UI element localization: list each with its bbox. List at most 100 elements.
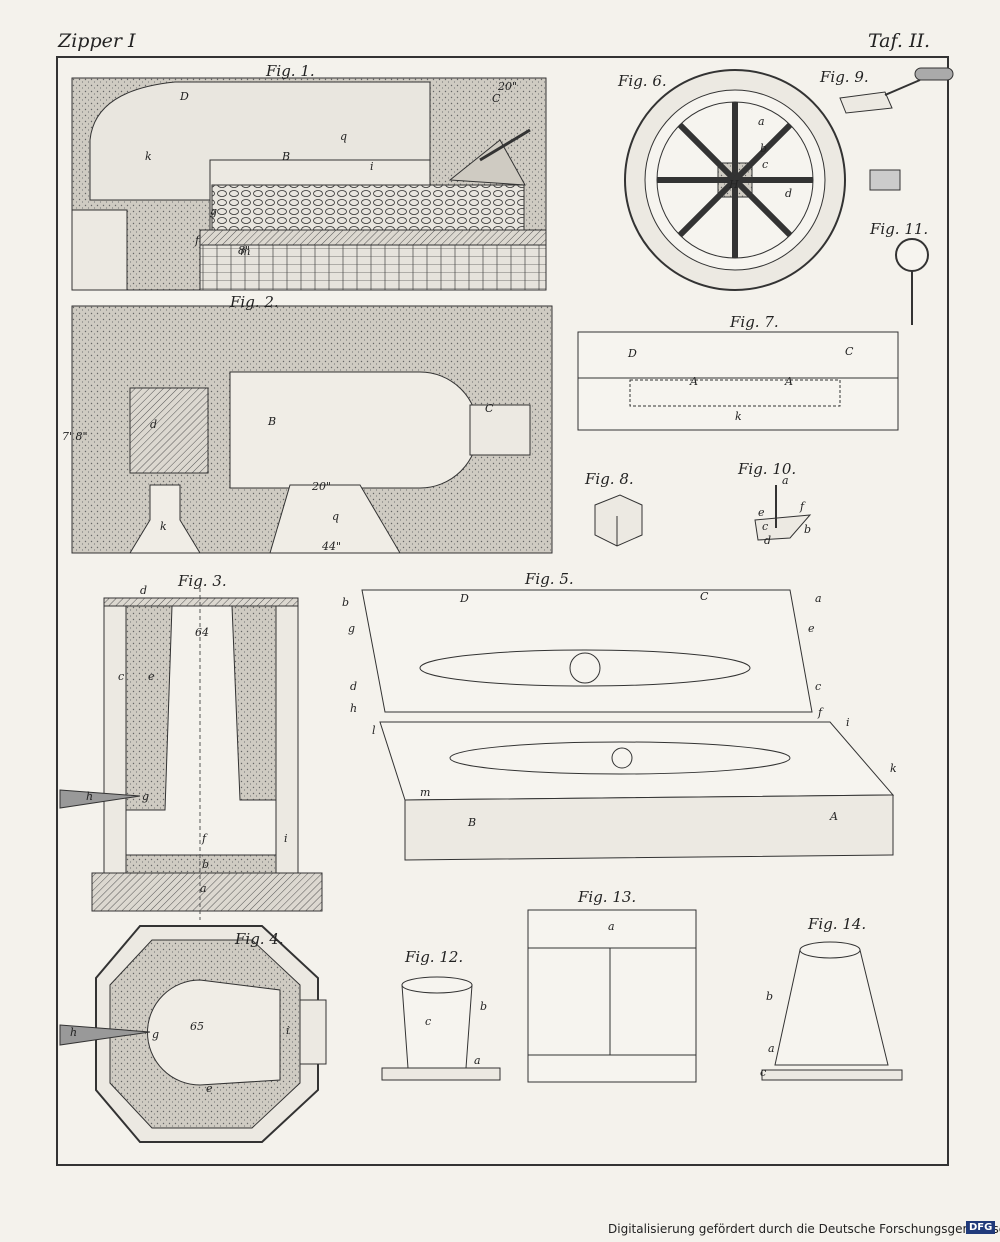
annotation-fig4-4: e — [206, 1082, 213, 1095]
figure-label-fig1: Fig. 1. — [266, 62, 315, 80]
figure-label-fig12: Fig. 12. — [405, 948, 464, 966]
annotation-fig5-12: i — [846, 716, 850, 729]
annotation-fig1-6: m — [240, 245, 250, 258]
figure-label-fig9: Fig. 9. — [820, 68, 869, 86]
plate-frame — [56, 56, 949, 1166]
annotation-fig5-5: b — [342, 596, 349, 609]
annotation-fig5-15: m — [420, 786, 430, 799]
fig5-drawing — [361, 589, 895, 861]
annotation-fig3-3: 64 — [195, 626, 209, 639]
annotation-fig10-0: a — [782, 474, 789, 487]
annotation-fig2-7: 7' 8" — [62, 430, 88, 443]
annotation-fig4-1: h — [70, 1026, 77, 1039]
figure-label-fig3: Fig. 3. — [178, 572, 227, 590]
annotation-fig5-11: h — [350, 702, 357, 715]
fig2-drawing — [71, 305, 553, 554]
annotation-fig6-3: d — [785, 187, 792, 200]
annotation-fig3-8: a — [200, 882, 207, 895]
annotation-fig12-0: c — [425, 1015, 431, 1028]
header-right: Taf. II. — [867, 30, 930, 52]
figure-label-fig6: Fig. 6. — [618, 72, 667, 90]
dfg-logo: DFG — [966, 1221, 996, 1234]
annotation-fig3-1: c — [118, 670, 124, 683]
annotation-fig5-14: l — [372, 724, 376, 737]
annotation-fig5-10: g — [348, 622, 355, 635]
annotation-fig1-1: C — [492, 92, 501, 105]
figure-label-fig14: Fig. 14. — [808, 915, 867, 933]
annotation-fig1-0: D — [179, 90, 189, 103]
annotation-fig1-7: g — [210, 205, 217, 218]
annotation-fig5-7: d — [350, 680, 357, 693]
annotation-fig2-3: q — [332, 510, 339, 523]
annotation-fig3-0: d — [140, 584, 147, 597]
fig14-drawing — [761, 941, 903, 1081]
figure-label-fig13: Fig. 13. — [578, 888, 637, 906]
fig12-drawing — [381, 976, 501, 1081]
annotation-fig1-4: q — [340, 130, 347, 143]
annotation-fig2-6: 44" — [321, 540, 341, 553]
annotation-fig6-2: c — [762, 158, 768, 171]
annotation-fig2-2: d — [150, 418, 157, 431]
annotation-fig10-5: f — [799, 500, 806, 513]
figure-label-fig2: Fig. 2. — [230, 293, 279, 311]
annotation-fig7-4: k — [735, 410, 742, 423]
annotation-fig10-4: e — [758, 506, 765, 519]
annotation-fig3-9: i — [284, 832, 288, 845]
annotation-fig3-6: f — [201, 832, 208, 845]
annotation-fig4-2: g — [152, 1028, 159, 1041]
fig4-drawing — [59, 925, 327, 1143]
annotation-fig14-2: c — [760, 1066, 766, 1079]
annotation-fig3-5: g — [142, 790, 149, 803]
annotation-fig1-9: 20" — [497, 80, 517, 93]
fig10-drawing — [754, 485, 812, 541]
annotation-fig3-4: h — [86, 790, 93, 803]
annotation-fig3-2: e — [148, 670, 155, 683]
header-left: Zipper I — [58, 30, 136, 52]
footer-credit: Digitalisierung gefördert durch die Deut… — [608, 1222, 1000, 1236]
annotation-fig13-0: a — [608, 920, 615, 933]
annotation-fig7-2: A — [689, 375, 698, 388]
annotation-fig5-8: e — [808, 622, 815, 635]
figure-label-fig4: Fig. 4. — [235, 930, 284, 948]
fig7-drawing — [577, 331, 899, 431]
fig3-drawing — [59, 588, 323, 920]
annotation-fig3-7: b — [202, 858, 209, 871]
annotation-fig10-2: c — [762, 520, 768, 533]
figure-label-fig5: Fig. 5. — [525, 570, 574, 588]
figure-label-fig7: Fig. 7. — [730, 313, 779, 331]
annotation-fig2-5: 20" — [311, 480, 331, 493]
annotation-fig2-1: C — [485, 402, 494, 415]
fig9-drawing — [839, 67, 954, 191]
annotation-fig1-3: k — [145, 150, 152, 163]
annotation-fig5-13: k — [890, 762, 897, 775]
annotation-fig5-1: C — [700, 590, 709, 603]
figure-label-fig11: Fig. 11. — [870, 220, 929, 238]
annotation-fig1-2: B — [281, 150, 290, 163]
annotation-fig1-5: i — [370, 160, 374, 173]
figure-label-fig8: Fig. 8. — [585, 470, 634, 488]
annotation-fig7-0: D — [627, 347, 637, 360]
annotation-fig6-1: b — [760, 142, 767, 155]
annotation-fig12-2: a — [474, 1054, 481, 1067]
annotation-fig5-2: B — [467, 816, 476, 829]
annotation-fig5-9: f — [817, 706, 824, 719]
fig13-drawing — [527, 909, 697, 1083]
annotation-fig6-0: a — [758, 115, 765, 128]
annotation-fig12-1: b — [480, 1000, 487, 1013]
annotation-fig1-8: f — [194, 234, 201, 247]
fig1-drawing — [71, 77, 547, 291]
annotation-fig2-4: k — [160, 520, 167, 533]
annotation-fig14-1: a — [768, 1042, 775, 1055]
fig8-drawing — [594, 494, 643, 547]
annotation-fig7-1: C — [845, 345, 854, 358]
annotation-fig7-3: A — [784, 375, 793, 388]
annotation-fig10-3: d — [764, 534, 771, 547]
annotation-fig6-4: H — [728, 178, 739, 191]
annotation-fig2-0: B — [267, 415, 276, 428]
annotation-fig5-0: D — [459, 592, 469, 605]
annotation-fig4-0: 65 — [190, 1020, 204, 1033]
annotation-fig10-1: b — [804, 523, 811, 536]
annotation-fig5-6: c — [815, 680, 821, 693]
annotation-fig5-3: A — [829, 810, 838, 823]
